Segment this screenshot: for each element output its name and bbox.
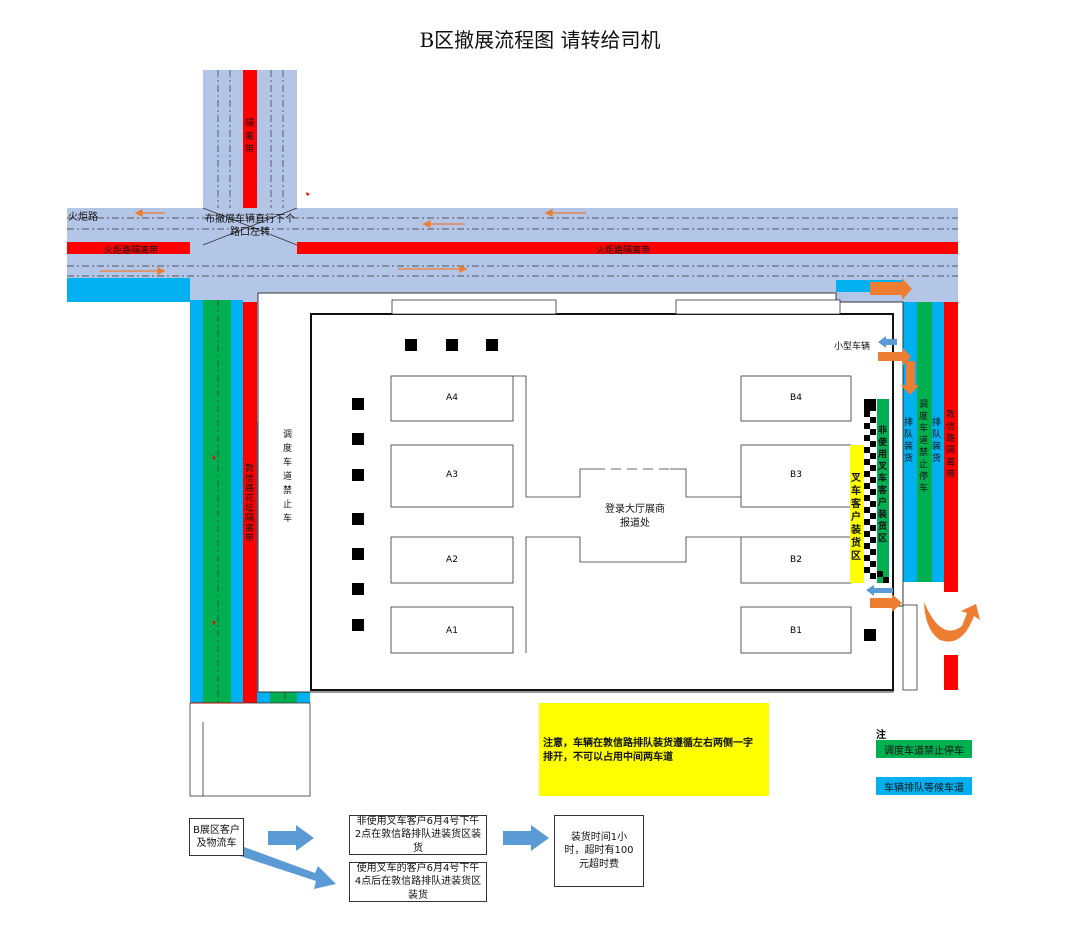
right-queue-2 <box>932 302 944 582</box>
dispatch-right-label: 调度车道禁止停车 <box>919 400 929 494</box>
torch-divider-left-label: 火炬路隔离带 <box>104 246 159 256</box>
south-lot <box>189 702 311 797</box>
small-vehicle-arrow <box>866 336 897 596</box>
hall-label-a4: A4 <box>446 393 458 403</box>
isolation-label: 隔离带 <box>245 119 255 155</box>
dunxin-divider-label: 敦信路花坛隔离带 <box>245 464 255 544</box>
flow-forklift-box: 使用叉车的客户6月4号下午4点后在敦信路排队进装货区装货 <box>349 862 487 902</box>
flow-time-box: 装货时间1小时，超时有100元超时费 <box>554 815 644 887</box>
torch-road-lower-lane <box>67 278 190 302</box>
venue-gate-right <box>675 299 841 315</box>
non-forklift-zone-rect <box>877 399 889 583</box>
right-divider-label: 敦信路隔离带 <box>946 410 956 480</box>
lobby-label: 登录大厅展商报道处 <box>605 504 665 529</box>
legend-title: 注 <box>876 730 886 741</box>
intersection-note: 布撤展车辆直行下个路口左转 <box>205 214 295 238</box>
queue-a-label: 排队装货 <box>904 418 914 464</box>
hall-label-a1: A1 <box>446 626 458 636</box>
forklift-zone-rect <box>850 445 864 583</box>
legend-dispatch: 调度车道禁止停车 <box>876 740 972 758</box>
torch-divider-right-label: 火炬路隔离带 <box>596 246 651 256</box>
right-divider-stub <box>944 655 958 690</box>
flow-non-forklift-box: 非使用叉车客户6月4号下午2点在敦信路排队进装货区装货 <box>349 815 487 855</box>
page-title: B区撤展流程图 请转给司机 <box>419 28 661 52</box>
small-vehicle-label: 小型车辆 <box>834 342 871 352</box>
parking-markers <box>352 339 876 641</box>
torch-divider-left <box>67 242 190 254</box>
queue-b-label: 排队装货 <box>932 418 942 464</box>
legend-queue: 车辆排队等候车道 <box>876 777 972 795</box>
torch-road-label: 火炬路 <box>68 212 98 223</box>
flow-start-box: B展区客户及物流车 <box>189 818 244 856</box>
notice-box: 注意，车辆在敦信路排队装货遵循左右两侧一字排开，不可以占用中间两车道 <box>539 703 769 796</box>
dunxin-queue-left <box>190 300 203 703</box>
u-turn-arrow <box>924 602 980 642</box>
right-divider <box>944 302 958 592</box>
torch-divider-right <box>297 242 958 254</box>
north-isolation <box>243 70 257 208</box>
forklift-zone-label: 叉车客户装货区 <box>851 473 861 562</box>
hall-label-b1: B1 <box>790 626 802 636</box>
hall-blocks <box>390 375 852 654</box>
right-dispatch <box>917 302 932 582</box>
hall-label-b4: B4 <box>790 393 802 403</box>
hall-label-b3: B3 <box>790 470 802 480</box>
dispatch-left-label: 调度车道禁止车 <box>283 430 293 524</box>
dunxin-queue-mid <box>231 300 243 703</box>
right-road-stub <box>902 604 918 691</box>
flow-arrows <box>240 825 549 889</box>
hall-label-a2: A2 <box>446 555 458 565</box>
entry-arrow <box>870 278 919 612</box>
hall-label-b2: B2 <box>790 555 802 565</box>
checker-strip <box>864 411 889 583</box>
hall-label-a3: A3 <box>446 470 458 480</box>
non-forklift-zone-label: 非使用叉车客户装货区 <box>878 426 888 544</box>
dunxin-dispatch-left <box>203 300 231 703</box>
traffic-arrows <box>100 208 586 276</box>
dunxin-divider <box>243 302 257 722</box>
venue-gate-left <box>391 299 557 315</box>
